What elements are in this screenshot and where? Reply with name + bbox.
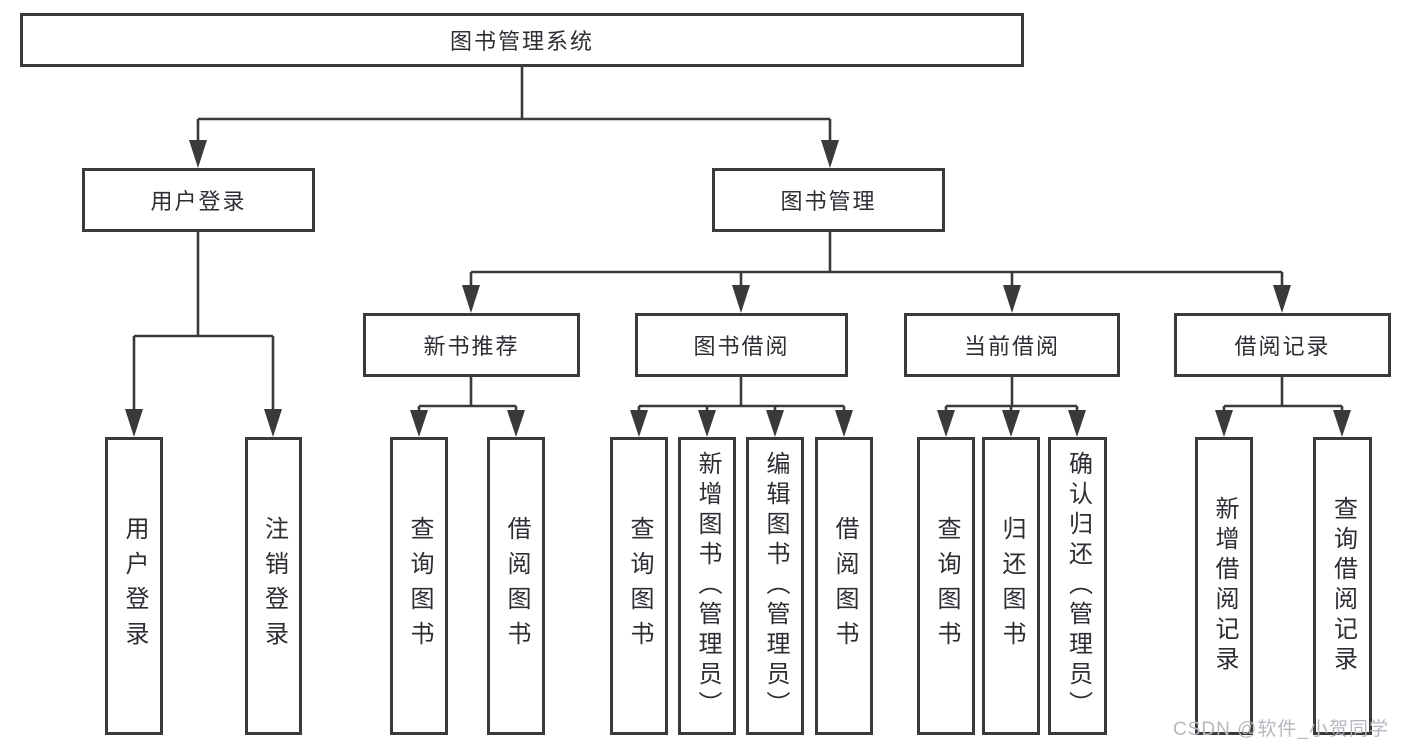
leaf-query-borrow-record-label: 查询借阅记录 [1329, 496, 1357, 676]
leaf-confirm-return-admin: 确认归还（管理员） [1048, 437, 1107, 735]
leaf-return-books: 归还图书 [982, 437, 1040, 735]
leaf-edit-book-admin: 编辑图书（管理员） [746, 437, 804, 735]
node-root-label: 图书管理系统 [449, 29, 594, 54]
node-user-login-branch: 用户登录 [82, 168, 315, 232]
leaf-logout-label: 注销登录 [260, 516, 288, 656]
leaf-add-borrow-record: 新增借阅记录 [1195, 437, 1253, 735]
connector-login-to-leaves [125, 232, 282, 437]
leaf-borrow-books-borrow: 借阅图书 [815, 437, 873, 735]
connector-borrow-to-leaves [630, 377, 853, 437]
leaf-borrow-books-recommend-label: 借阅图书 [503, 516, 530, 656]
leaf-query-books-recommend-label: 查询图书 [406, 516, 433, 656]
node-user-login-branch-label: 用户登录 [150, 189, 247, 214]
connector-root-to-level2 [189, 67, 839, 168]
node-book-borrow: 图书借阅 [635, 313, 848, 377]
leaf-query-books-recommend: 查询图书 [390, 437, 448, 735]
leaf-user-login-label: 用户登录 [121, 516, 148, 656]
leaf-confirm-return-admin-label: 确认归还（管理员） [1064, 451, 1092, 721]
leaf-user-login: 用户登录 [105, 437, 163, 735]
leaf-add-book-admin-label: 新增图书（管理员） [694, 451, 721, 721]
connector-books-to-level3 [462, 232, 1291, 313]
leaf-borrow-books-borrow-label: 借阅图书 [831, 516, 858, 656]
leaf-borrow-books-recommend: 借阅图书 [487, 437, 545, 735]
leaf-query-borrow-record: 查询借阅记录 [1313, 437, 1372, 735]
node-book-borrow-label: 图书借阅 [693, 334, 790, 359]
node-new-book-recommend: 新书推荐 [363, 313, 580, 377]
node-current-borrow: 当前借阅 [904, 313, 1120, 377]
connector-records-to-leaves [1215, 377, 1351, 437]
leaf-logout: 注销登录 [245, 437, 302, 735]
leaf-query-books-current: 查询图书 [917, 437, 975, 735]
node-book-management: 图书管理 [712, 168, 945, 232]
leaf-add-borrow-record-label: 新增借阅记录 [1211, 496, 1238, 676]
leaf-query-books-borrow-label: 查询图书 [626, 516, 653, 656]
leaf-query-books-current-label: 查询图书 [933, 516, 960, 656]
node-current-borrow-label: 当前借阅 [963, 334, 1060, 359]
connector-current-to-leaves [937, 377, 1086, 437]
node-borrow-records: 借阅记录 [1174, 313, 1391, 377]
leaf-return-books-label: 归还图书 [998, 516, 1025, 656]
connector-recommend-to-leaves [410, 377, 525, 437]
leaf-query-books-borrow: 查询图书 [610, 437, 668, 735]
node-borrow-records-label: 借阅记录 [1234, 334, 1331, 359]
node-new-book-recommend-label: 新书推荐 [423, 334, 520, 359]
csdn-watermark: CSDN @软件_小贺同学 [1173, 719, 1389, 740]
leaf-add-book-admin: 新增图书（管理员） [678, 437, 736, 735]
node-root: 图书管理系统 [20, 13, 1024, 67]
node-book-management-label: 图书管理 [780, 189, 877, 214]
leaf-edit-book-admin-label: 编辑图书（管理员） [762, 451, 789, 721]
